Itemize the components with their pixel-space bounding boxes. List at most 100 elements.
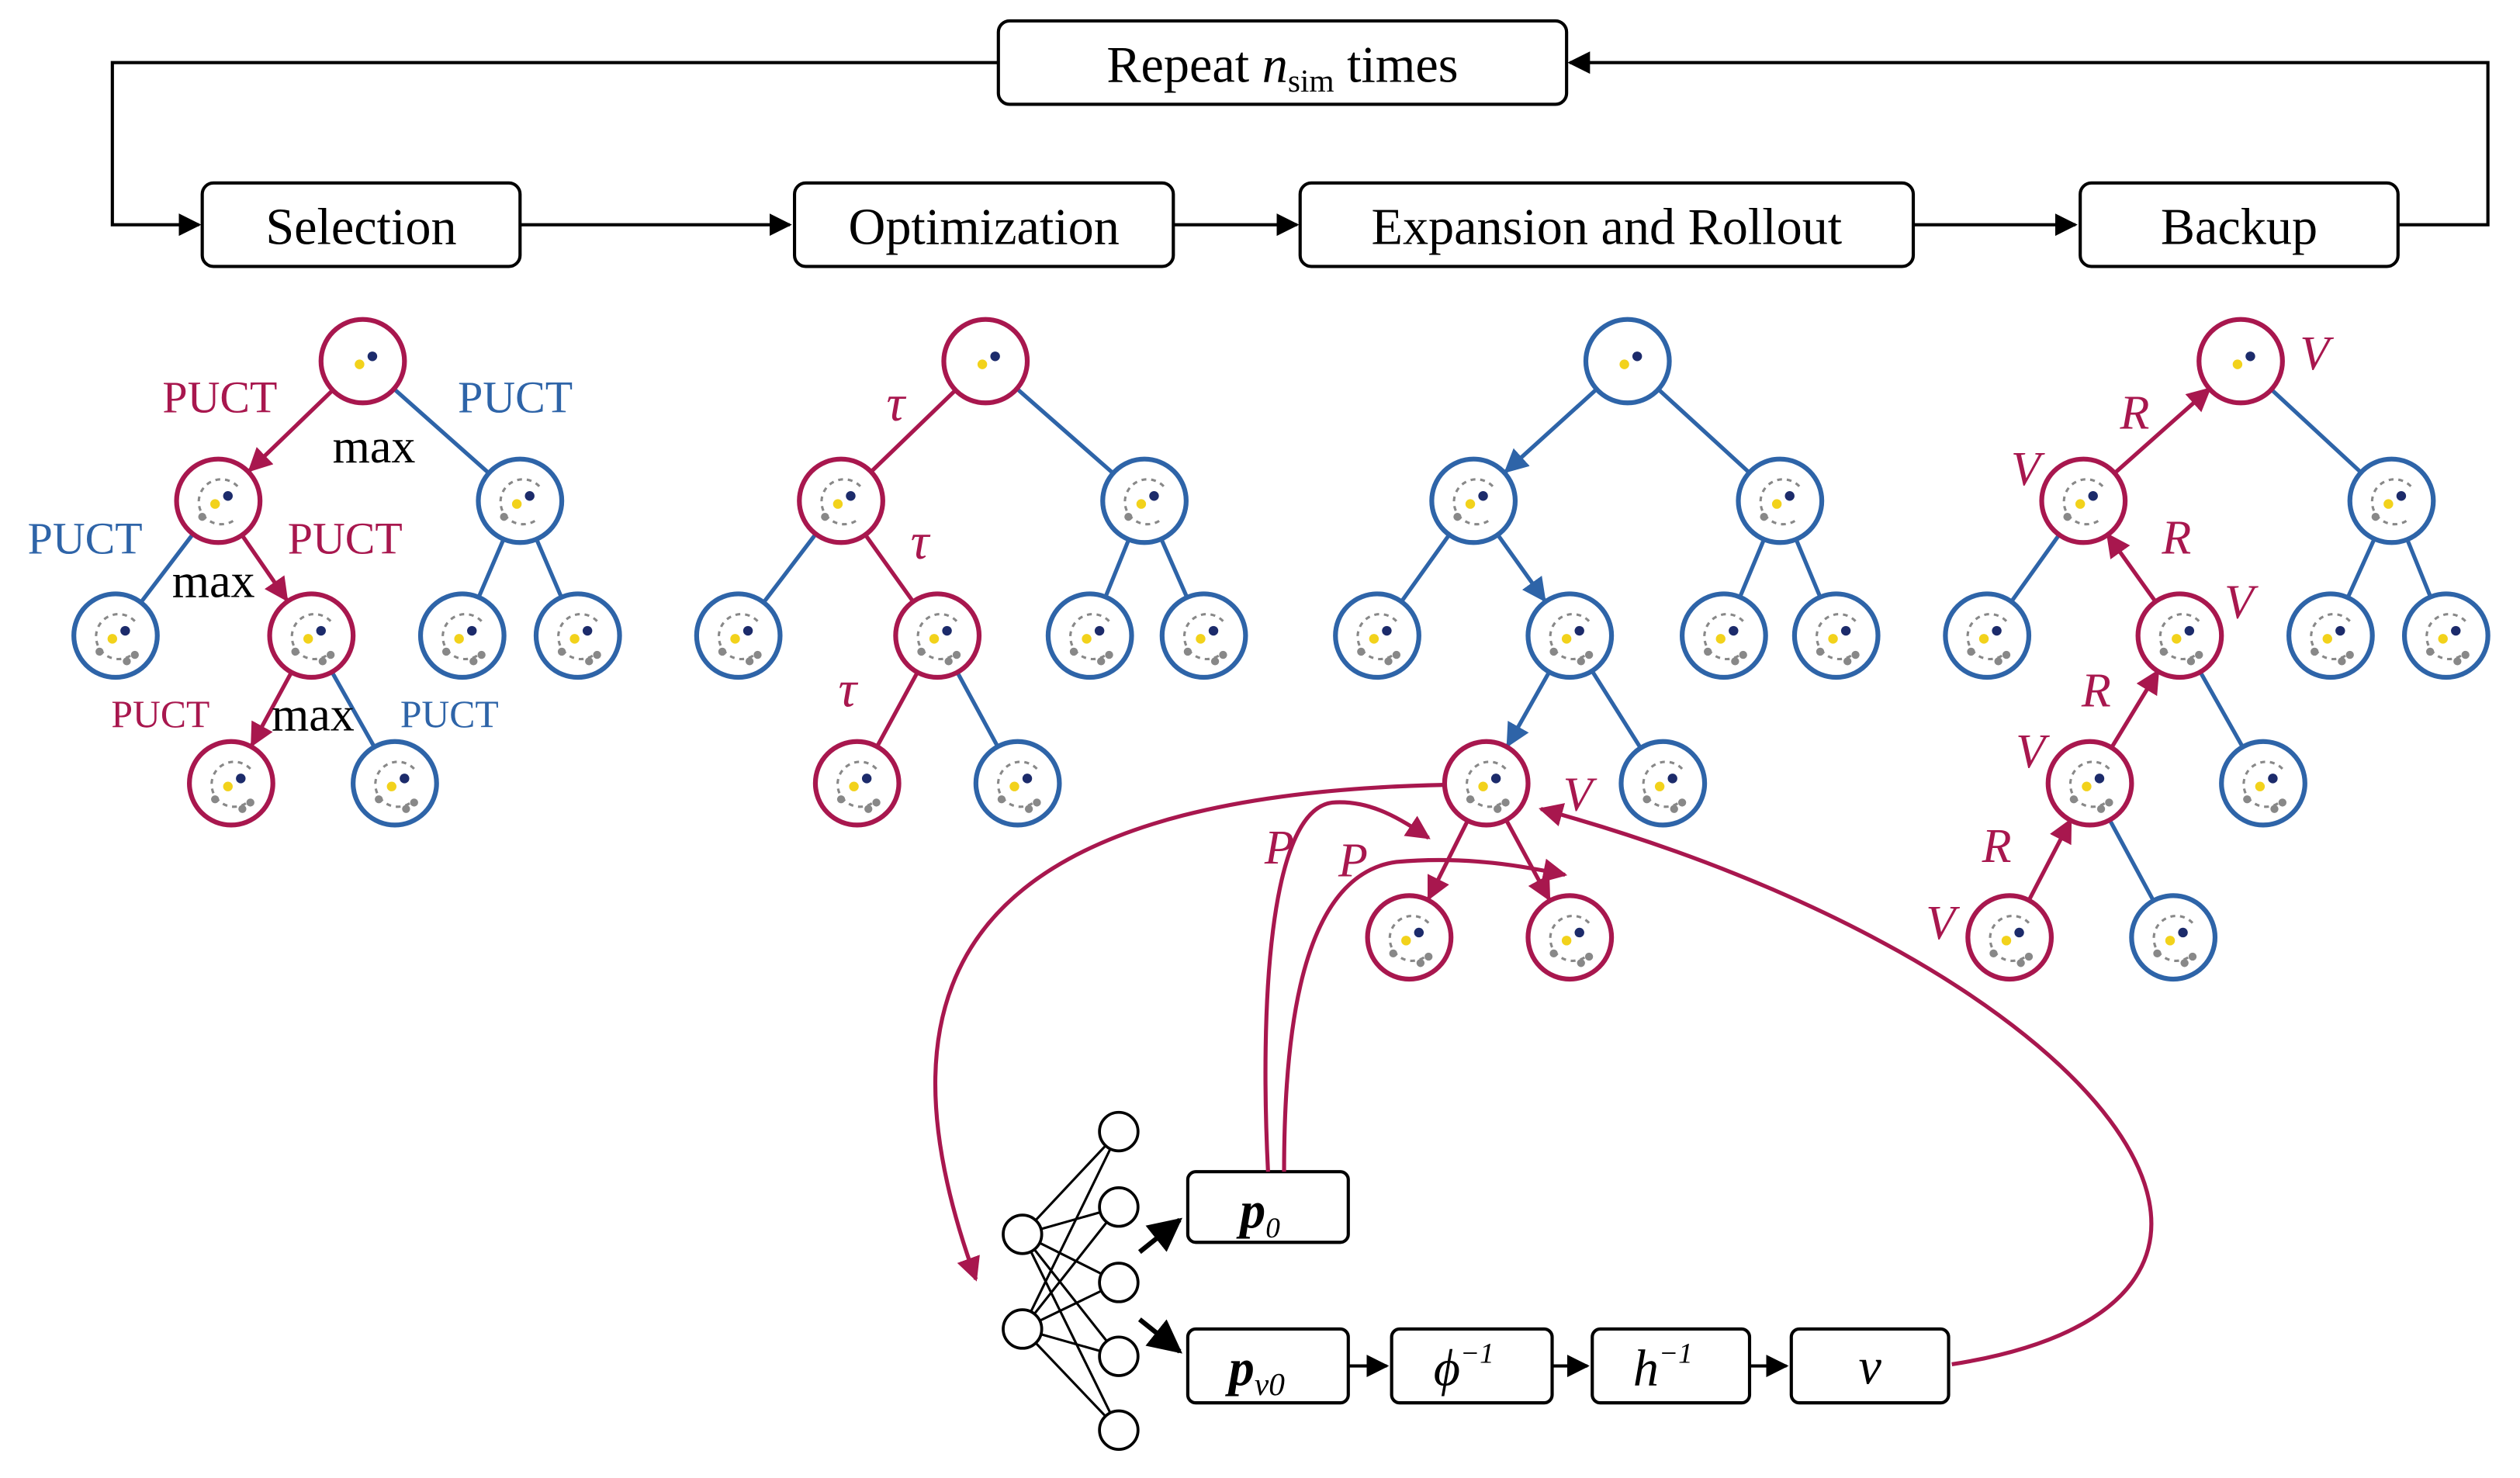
agent-dot bbox=[977, 359, 988, 369]
network-edge bbox=[1021, 1233, 1120, 1358]
target-dot bbox=[1784, 491, 1795, 501]
tree-node bbox=[1943, 591, 2032, 680]
trail-dot bbox=[2105, 798, 2113, 807]
network-edge bbox=[1021, 1130, 1120, 1235]
tree-edge bbox=[2106, 532, 2157, 602]
max-label-l1: max bbox=[172, 556, 255, 608]
trajectory-arc bbox=[2370, 478, 2412, 526]
trail-dot bbox=[2345, 650, 2354, 659]
tree-edge bbox=[1505, 670, 1552, 748]
tree-edge bbox=[2110, 669, 2160, 748]
tree-edge bbox=[2269, 388, 2362, 473]
backup-annotations: V R V R V R V R V bbox=[1926, 327, 2334, 950]
trail-dot bbox=[745, 657, 754, 666]
root-node bbox=[1583, 317, 1672, 406]
tree-edge bbox=[2198, 670, 2244, 747]
tree-edge bbox=[1794, 538, 1822, 597]
tree-edge bbox=[1656, 387, 1750, 473]
trail-dot bbox=[477, 650, 486, 659]
trail-dot bbox=[2002, 650, 2011, 659]
start-dot bbox=[2069, 795, 2079, 804]
agent-dot bbox=[2383, 499, 2394, 509]
hidden-neuron bbox=[1098, 1335, 1140, 1377]
trajectory-arc bbox=[916, 613, 958, 661]
trajectory-arc bbox=[2068, 760, 2110, 808]
target-dot bbox=[2451, 625, 2461, 636]
new-child-node bbox=[1525, 893, 1615, 982]
tree-edge bbox=[1504, 819, 1551, 902]
agent-dot bbox=[1196, 634, 1206, 644]
curve-node-to-network bbox=[933, 783, 1445, 1282]
network-edge bbox=[1021, 1327, 1120, 1431]
trajectory-arc bbox=[197, 478, 239, 526]
target-dot bbox=[1478, 491, 1488, 501]
agent-dot bbox=[223, 781, 233, 791]
neural-network bbox=[1002, 1110, 1140, 1451]
agent-dot bbox=[1369, 634, 1379, 644]
tree-node bbox=[351, 739, 439, 828]
root-node bbox=[2196, 317, 2285, 406]
tree-edge bbox=[330, 670, 376, 747]
trail-dot bbox=[1677, 798, 1687, 807]
tree-edge bbox=[763, 532, 818, 603]
agent-dot bbox=[210, 499, 220, 509]
trajectory-arc bbox=[2425, 613, 2466, 661]
expanded-node bbox=[1442, 739, 1531, 828]
tree-edge bbox=[2107, 819, 2155, 901]
target-dot bbox=[367, 351, 378, 362]
trajectory-arc bbox=[1356, 613, 1397, 661]
v-label-l2: V bbox=[2224, 576, 2259, 628]
trajectory-arc bbox=[290, 613, 332, 661]
target-dot bbox=[2178, 927, 2188, 938]
start-dot bbox=[375, 795, 383, 804]
target-dot bbox=[2268, 774, 2278, 784]
loop-right-line bbox=[1567, 51, 2490, 227]
agent-dot bbox=[569, 634, 580, 644]
agent-dot bbox=[1009, 781, 1019, 791]
trail-dot bbox=[1731, 657, 1739, 666]
start-dot bbox=[1453, 512, 1462, 521]
start-dot bbox=[2311, 647, 2319, 656]
agent-dot bbox=[1465, 499, 1476, 509]
network-outputs: p0 pv0 ϕ−1 h−1 ν bbox=[1137, 1170, 1951, 1405]
tree-node bbox=[533, 591, 622, 680]
agent-dot bbox=[929, 634, 940, 644]
trajectory-arc bbox=[1069, 613, 1110, 661]
p-label-2: P bbox=[1338, 835, 1368, 888]
tree-node bbox=[2045, 739, 2134, 828]
target-dot bbox=[236, 774, 246, 784]
agent-dot bbox=[2165, 936, 2176, 946]
tree-node bbox=[417, 591, 507, 680]
target-dot bbox=[2396, 491, 2407, 501]
trajectory-arc bbox=[820, 478, 862, 526]
tree-node bbox=[797, 456, 885, 545]
agent-dot bbox=[2232, 359, 2243, 369]
trajectory-arc bbox=[1549, 613, 1591, 661]
tree-node bbox=[1100, 456, 1189, 545]
trajectory-arc bbox=[1452, 478, 1494, 526]
nu-box bbox=[1789, 1327, 1951, 1405]
tree-node bbox=[2135, 591, 2224, 680]
target-dot bbox=[1022, 774, 1033, 784]
agent-dot bbox=[1828, 634, 1838, 644]
target-dot bbox=[1414, 927, 1424, 938]
tree-node bbox=[1525, 591, 1615, 680]
target-dot bbox=[846, 491, 856, 501]
agent-dot bbox=[355, 359, 365, 369]
phase-row: Selection Optimization Expansion and Rol… bbox=[200, 181, 2400, 268]
hidden-neuron bbox=[1098, 1110, 1140, 1153]
target-dot bbox=[1840, 625, 1851, 636]
target-dot bbox=[990, 351, 1000, 362]
agent-dot bbox=[832, 499, 843, 509]
v-label-l4: V bbox=[1926, 897, 1960, 950]
trail-dot bbox=[1739, 650, 1747, 659]
p0-label: p0 bbox=[1236, 1183, 1280, 1244]
start-dot bbox=[557, 647, 566, 656]
trail-dot bbox=[130, 650, 139, 659]
tree-node bbox=[1679, 591, 1768, 680]
tree-edge bbox=[2346, 538, 2376, 597]
agent-dot bbox=[2255, 781, 2266, 791]
trajectory-arc bbox=[1989, 914, 2030, 962]
trajectory-arc bbox=[1703, 613, 1744, 661]
start-dot bbox=[198, 512, 206, 521]
